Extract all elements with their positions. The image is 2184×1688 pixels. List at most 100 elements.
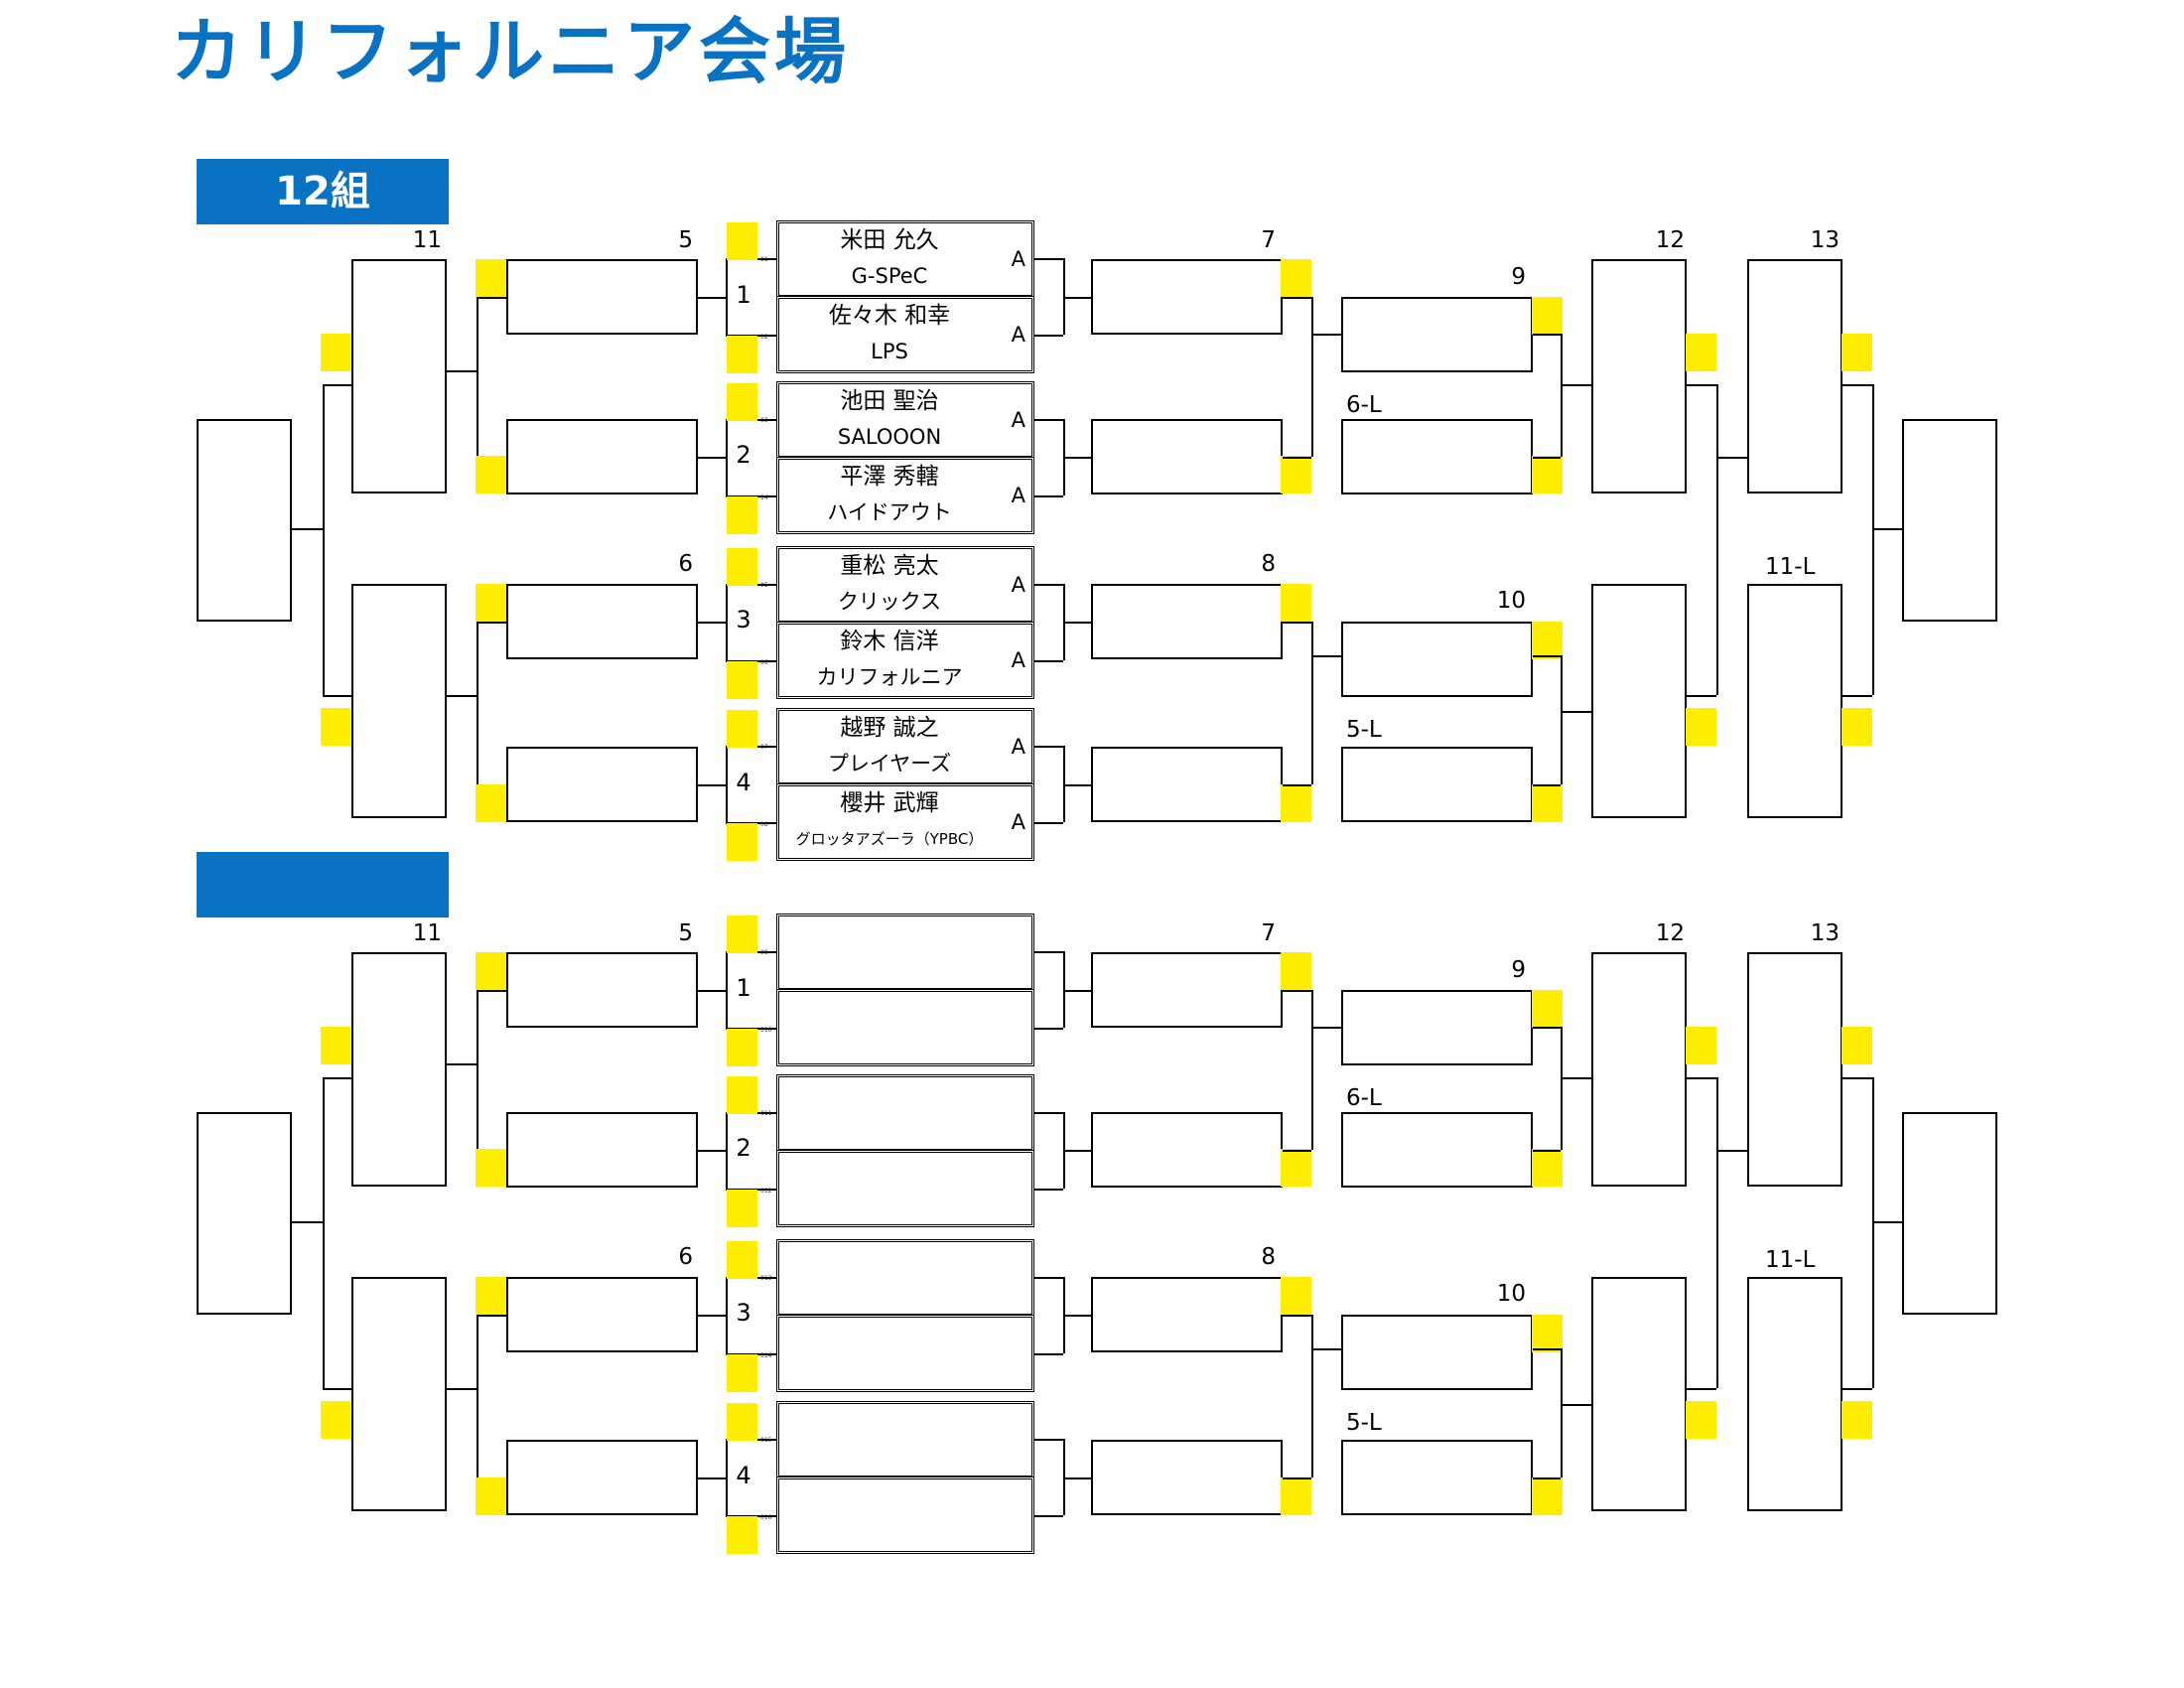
round-13-box[interactable] — [1747, 952, 1843, 1187]
score-marker[interactable] — [727, 496, 757, 534]
score-marker[interactable] — [727, 661, 757, 699]
score-marker[interactable] — [727, 336, 757, 373]
score-marker[interactable] — [321, 1401, 350, 1439]
score-marker[interactable] — [476, 1149, 506, 1187]
player-slot[interactable] — [776, 1477, 1034, 1554]
round-5-box[interactable] — [506, 419, 698, 494]
score-marker[interactable] — [1281, 1277, 1311, 1315]
score-marker[interactable] — [476, 784, 506, 822]
score-marker[interactable] — [476, 1277, 506, 1315]
round-8-box[interactable] — [1091, 747, 1283, 822]
round-9-box[interactable] — [1341, 297, 1533, 372]
score-marker[interactable] — [476, 952, 506, 990]
player-slot[interactable] — [776, 1239, 1034, 1317]
final-box-right[interactable] — [1902, 1112, 1997, 1315]
round-12-box[interactable] — [1591, 952, 1687, 1187]
round-5-box[interactable] — [506, 259, 698, 335]
score-marker[interactable] — [321, 708, 350, 746]
score-marker[interactable] — [1532, 1477, 1563, 1515]
round-6-box[interactable] — [506, 747, 698, 822]
round-5-box[interactable] — [506, 952, 698, 1028]
score-marker[interactable] — [1532, 1149, 1563, 1187]
final-box-left[interactable] — [197, 419, 292, 622]
score-marker[interactable] — [1281, 1477, 1311, 1515]
loser-6-box[interactable] — [1341, 419, 1533, 494]
score-marker[interactable] — [727, 1241, 757, 1279]
score-marker[interactable] — [476, 259, 506, 297]
score-marker[interactable] — [727, 548, 757, 586]
score-marker[interactable] — [1532, 622, 1563, 659]
loser-11-box[interactable] — [1747, 1277, 1843, 1511]
score-marker[interactable] — [1842, 334, 1872, 371]
round-9-box[interactable] — [1341, 990, 1533, 1065]
score-marker[interactable] — [1532, 456, 1563, 493]
score-marker[interactable] — [727, 823, 757, 861]
score-marker[interactable] — [727, 1076, 757, 1114]
score-marker[interactable] — [1281, 784, 1311, 822]
player-slot[interactable]: 櫻井 武輝グロッタアズーラ（YPBC）A — [776, 783, 1034, 861]
round-13-box[interactable] — [1747, 259, 1843, 493]
score-marker[interactable] — [476, 456, 506, 493]
player-slot[interactable] — [776, 1401, 1034, 1478]
score-marker[interactable] — [727, 1354, 757, 1392]
score-marker[interactable] — [727, 222, 757, 260]
score-marker[interactable] — [727, 1516, 757, 1554]
round-11-box[interactable] — [351, 584, 447, 818]
player-slot[interactable] — [776, 1315, 1034, 1392]
score-marker[interactable] — [1281, 259, 1311, 297]
round-12-box[interactable] — [1591, 259, 1687, 493]
round-7-box[interactable] — [1091, 259, 1283, 335]
score-marker[interactable] — [727, 710, 757, 748]
score-marker[interactable] — [1532, 990, 1563, 1028]
score-marker[interactable] — [1842, 1401, 1872, 1439]
round-7-box[interactable] — [1091, 1112, 1283, 1188]
round-10-box[interactable] — [1341, 1315, 1533, 1390]
round-8-box[interactable] — [1091, 1440, 1283, 1515]
score-marker[interactable] — [727, 1190, 757, 1227]
score-marker[interactable] — [476, 584, 506, 622]
final-box-right[interactable] — [1902, 419, 1997, 622]
round-12-box[interactable] — [1591, 584, 1687, 818]
player-slot[interactable] — [776, 1074, 1034, 1152]
score-marker[interactable] — [476, 1477, 506, 1515]
score-marker[interactable] — [321, 334, 350, 371]
round-12-box[interactable] — [1591, 1277, 1687, 1511]
player-slot[interactable] — [776, 989, 1034, 1066]
score-marker[interactable] — [1281, 456, 1311, 493]
loser-6-box[interactable] — [1341, 1112, 1533, 1188]
score-marker[interactable] — [1686, 1401, 1716, 1439]
score-marker[interactable] — [1532, 297, 1563, 335]
score-marker[interactable] — [1281, 584, 1311, 622]
round-8-box[interactable] — [1091, 584, 1283, 659]
round-11-box[interactable] — [351, 259, 447, 493]
final-box-left[interactable] — [197, 1112, 292, 1315]
score-marker[interactable] — [1686, 334, 1716, 371]
loser-5-box[interactable] — [1341, 747, 1533, 822]
round-5-box[interactable] — [506, 1112, 698, 1188]
score-marker[interactable] — [727, 383, 757, 421]
loser-11-box[interactable] — [1747, 584, 1843, 818]
score-marker[interactable] — [1281, 1149, 1311, 1187]
round-7-box[interactable] — [1091, 952, 1283, 1028]
score-marker[interactable] — [727, 915, 757, 953]
player-slot[interactable] — [776, 1150, 1034, 1227]
round-6-box[interactable] — [506, 1277, 698, 1352]
round-6-box[interactable] — [506, 584, 698, 659]
score-marker[interactable] — [1842, 1027, 1872, 1064]
loser-5-box[interactable] — [1341, 1440, 1533, 1515]
player-slot[interactable] — [776, 914, 1034, 991]
score-marker[interactable] — [727, 1403, 757, 1441]
round-11-box[interactable] — [351, 952, 447, 1187]
score-marker[interactable] — [1686, 708, 1716, 746]
score-marker[interactable] — [727, 1029, 757, 1066]
round-8-box[interactable] — [1091, 1277, 1283, 1352]
round-7-box[interactable] — [1091, 419, 1283, 494]
round-6-box[interactable] — [506, 1440, 698, 1515]
score-marker[interactable] — [1532, 784, 1563, 822]
